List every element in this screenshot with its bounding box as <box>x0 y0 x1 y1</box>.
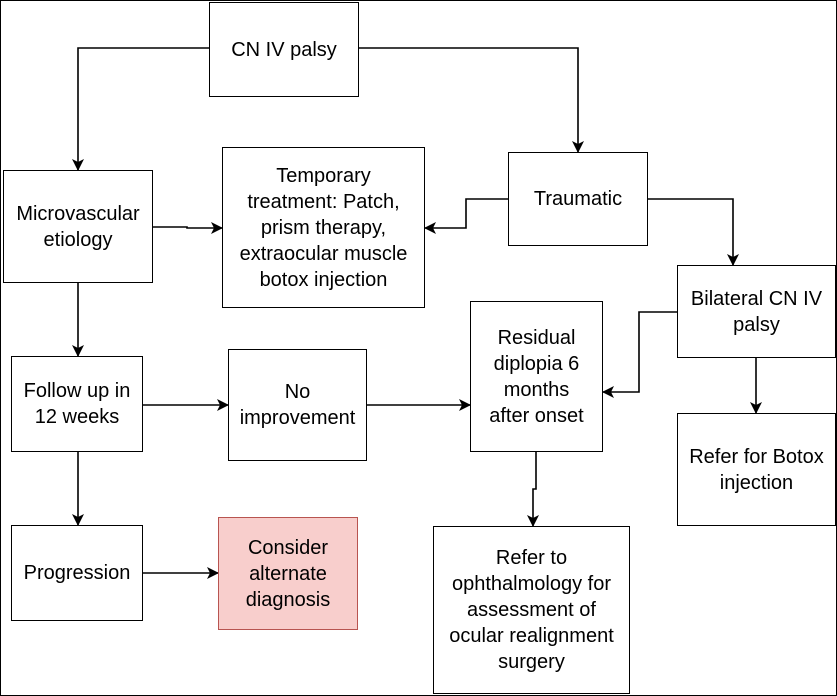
node-traumatic: Traumatic <box>508 152 648 246</box>
node-cn-iv-palsy-label: CN IV palsy <box>231 38 337 61</box>
edge-bilateral-to-residual <box>602 311 677 398</box>
node-progression: Progression <box>11 525 143 621</box>
node-consider-alternate-diagnosis: Consider alternate diagnosis <box>218 517 358 630</box>
node-bilateral-cn-iv-palsy: Bilateral CN IV palsy <box>677 265 836 358</box>
edge-cn4-to-microvascular <box>72 47 210 171</box>
edge-traumatic-to-bilateral <box>648 198 739 266</box>
node-cn-iv-palsy: CN IV palsy <box>209 2 359 97</box>
node-microvascular-etiology-label: Microvascular etiology <box>16 202 140 251</box>
node-follow-up-label: Follow up in 12 weeks <box>23 380 131 428</box>
edge-residual-to-ophthalmology <box>527 452 539 527</box>
node-refer-ophthalmology-label: Refer to ophthalmology for assessment of… <box>449 547 614 673</box>
node-no-improvement: No improvement <box>228 349 367 461</box>
node-temporary-treatment-label: Temporary treatment: Patch, prism therap… <box>239 164 408 291</box>
node-refer-ophthalmology: Refer to ophthalmology for assessment of… <box>433 526 630 694</box>
node-traumatic-label: Traumatic <box>533 188 623 210</box>
edge-traumatic-to-temporary <box>424 198 508 234</box>
node-refer-botox-label: Refer for Botox injection <box>689 445 824 494</box>
node-residual-diplopia-label: Residual diplopia 6 months after onset <box>489 326 584 427</box>
node-refer-botox: Refer for Botox injection <box>677 413 836 526</box>
node-microvascular-etiology: Microvascular etiology <box>3 170 153 283</box>
node-follow-up: Follow up in 12 weeks <box>11 356 143 452</box>
node-progression-label: Progression <box>23 562 131 584</box>
node-no-improvement-label: No improvement <box>239 381 356 429</box>
node-consider-alternate-diagnosis-label: Consider alternate diagnosis <box>245 536 331 611</box>
edge-microvascular-to-temporary <box>153 222 223 234</box>
node-temporary-treatment: Temporary treatment: Patch, prism therap… <box>222 147 425 308</box>
node-bilateral-cn-iv-palsy-label: Bilateral CN IV palsy <box>690 287 823 336</box>
edge-cn4-to-traumatic <box>358 47 584 153</box>
node-residual-diplopia: Residual diplopia 6 months after onset <box>470 301 603 452</box>
